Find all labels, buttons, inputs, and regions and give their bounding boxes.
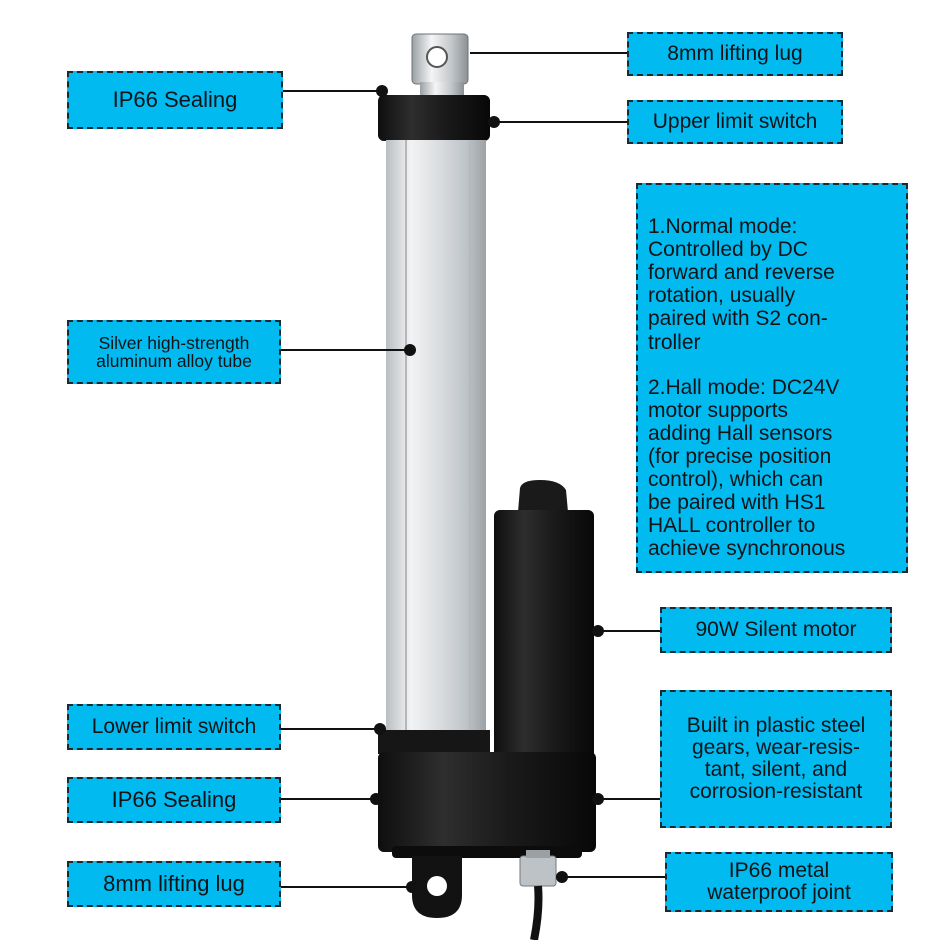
leader-ip66-bottom — [280, 798, 376, 800]
label-top-lifting-lug: 8mm lifting lug — [627, 32, 843, 76]
callout-dot — [376, 85, 388, 97]
aluminum-tube — [386, 140, 486, 732]
callout-dot — [592, 625, 604, 637]
normal-mode-text: 1.Normal mode: Controlled by DC forward … — [648, 215, 835, 354]
label-gears: Built in plastic steel gears, wear-resis… — [660, 690, 892, 828]
label-ip66-sealing-bottom: IP66 Sealing — [67, 777, 281, 823]
leader-joint — [560, 876, 666, 878]
leader-lower-limit — [280, 728, 380, 730]
label-bottom-lifting-lug: 8mm lifting lug — [67, 861, 281, 907]
label-lower-limit-switch: Lower limit switch — [67, 704, 281, 750]
label-waterproof-joint: IP66 metal waterproof joint — [665, 852, 893, 912]
gearbox-housing — [378, 730, 596, 858]
bottom-lifting-lug — [412, 856, 462, 918]
upper-end-cap — [378, 95, 490, 141]
leader-ip66-top — [280, 90, 382, 92]
label-operating-modes: 1.Normal mode: Controlled by DC forward … — [636, 183, 908, 573]
label-aluminum-tube: Silver high-strength aluminum alloy tube — [67, 320, 281, 384]
leader-top-lug — [470, 52, 628, 54]
leader-motor — [598, 630, 662, 632]
label-silent-motor: 90W Silent motor — [660, 607, 892, 653]
top-lifting-lug — [411, 33, 469, 96]
leader-tube — [280, 349, 410, 351]
leader-bottom-lug — [280, 886, 412, 888]
leader-upper-limit — [494, 121, 628, 123]
callout-dot — [488, 116, 500, 128]
callout-dot — [370, 793, 382, 805]
motor-body — [494, 480, 594, 760]
leader-gears — [598, 798, 662, 800]
callout-dot — [374, 723, 386, 735]
callout-dot — [592, 793, 604, 805]
hall-mode-text: 2.Hall mode: DC24V motor supports adding… — [648, 375, 846, 561]
callout-dot — [406, 881, 418, 893]
waterproof-joint — [519, 850, 557, 940]
label-ip66-sealing-top: IP66 Sealing — [67, 71, 283, 129]
label-upper-limit-switch: Upper limit switch — [627, 100, 843, 144]
callout-dot — [556, 871, 568, 883]
callout-dot — [404, 344, 416, 356]
